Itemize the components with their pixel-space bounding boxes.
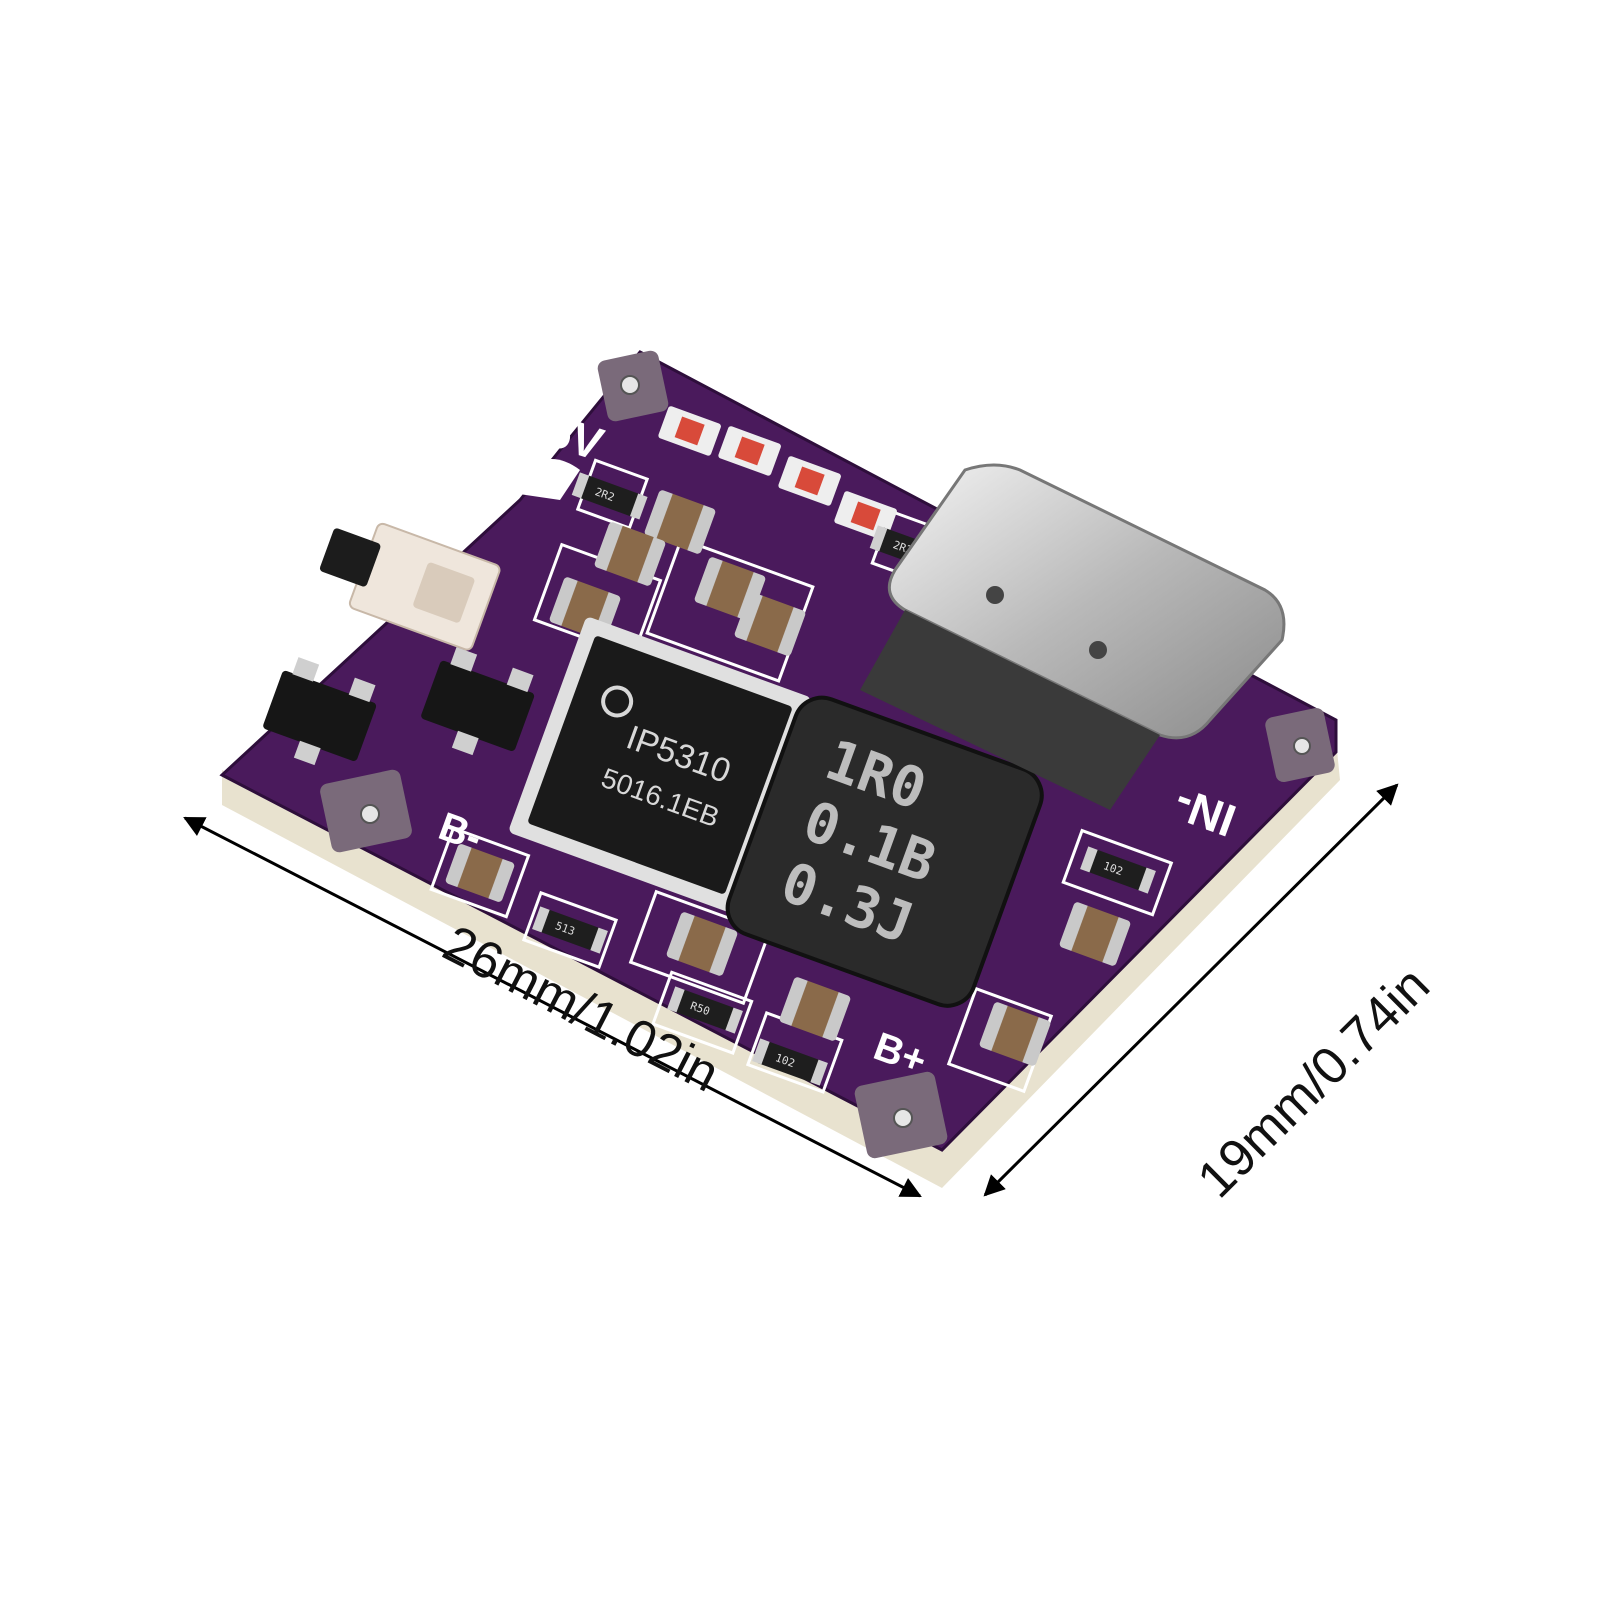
usb-c-connector (860, 463, 1286, 810)
led-3 (778, 456, 841, 506)
slide-switch (319, 522, 501, 651)
height-arrow (983, 783, 1399, 1197)
width-arrow (183, 816, 922, 1198)
mosfet-right (421, 647, 535, 756)
mount-pad-top (597, 350, 669, 422)
mosfet-left (263, 657, 377, 766)
led-2 (718, 426, 781, 476)
led-1 (658, 406, 721, 456)
capacitor-2 (594, 522, 666, 586)
usb-c-shell (887, 463, 1286, 740)
capacitor-1 (644, 490, 716, 554)
usb-c-front (860, 610, 1160, 810)
resistor-r1: 2R2 (571, 472, 648, 520)
resistor-code-1: 2R2 (593, 485, 616, 504)
board-notch (505, 459, 580, 500)
height-label: 19mm/0.74in (1187, 956, 1441, 1209)
mount-pad-right (1265, 707, 1335, 783)
capacitor-5 (734, 592, 806, 656)
